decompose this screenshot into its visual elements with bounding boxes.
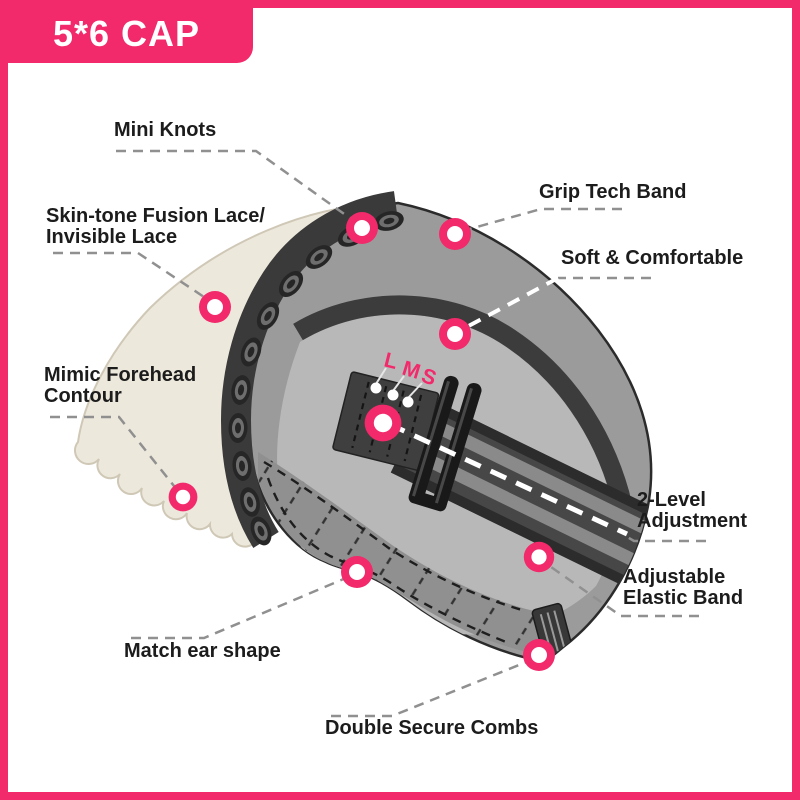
label-double-secure-combs: Double Secure Combs <box>325 717 539 739</box>
label-match-ear-shape: Match ear shape <box>124 640 281 662</box>
product-title-banner: 5*6 CAP <box>0 0 253 63</box>
connector-match-ear <box>131 576 347 640</box>
size-marker-m: M <box>400 357 423 384</box>
callout-dot-match-ear <box>341 556 373 588</box>
label-grip-tech-band: Grip Tech Band <box>539 181 687 203</box>
label-mimic-forehead: Mimic Forehead Contour <box>44 364 197 407</box>
label-two-level: 2-Level Adjustment <box>637 489 747 532</box>
label-skin-tone-lace: Skin-tone Fusion Lace/ Invisible Lace <box>46 205 265 248</box>
adjustment-strap <box>390 396 652 590</box>
callout-dot-grip-tech <box>439 218 471 250</box>
size-hole-dot <box>370 382 382 394</box>
label-adjustable-elastic: Adjustable Elastic Band <box>623 566 744 609</box>
size-hole-dot <box>402 396 414 408</box>
connector-adjustable-elastic <box>550 565 699 618</box>
connector-soft-comfortable-inner <box>462 276 559 331</box>
label-soft-comfortable: Soft & Comfortable <box>561 247 744 269</box>
callout-dot-mimic-forehead <box>168 482 198 512</box>
connector-skin-tone <box>53 251 211 303</box>
callout-dot-mini-knots <box>346 212 378 244</box>
connector-two-level <box>623 533 706 543</box>
size-marker-l: L <box>382 349 400 374</box>
size-hole-dot <box>387 389 399 401</box>
size-markers: L M S <box>370 349 439 408</box>
callout-dot-adjustable-elastic <box>523 541 555 573</box>
callout-dot-size-adjust <box>364 404 402 442</box>
strap-guide-line <box>387 421 629 537</box>
callout-dot-skin-tone <box>199 291 231 323</box>
connector-double-combs <box>331 659 530 718</box>
label-mini-knots: Mini Knots <box>114 119 217 141</box>
connector-grip-tech <box>465 207 622 232</box>
connector-mimic-forehead <box>50 415 179 492</box>
callout-dot-soft-comfortable <box>439 318 471 350</box>
callout-dot-double-combs <box>523 639 555 671</box>
strap-buckle <box>408 375 482 512</box>
connector-mini-knots <box>116 149 355 223</box>
